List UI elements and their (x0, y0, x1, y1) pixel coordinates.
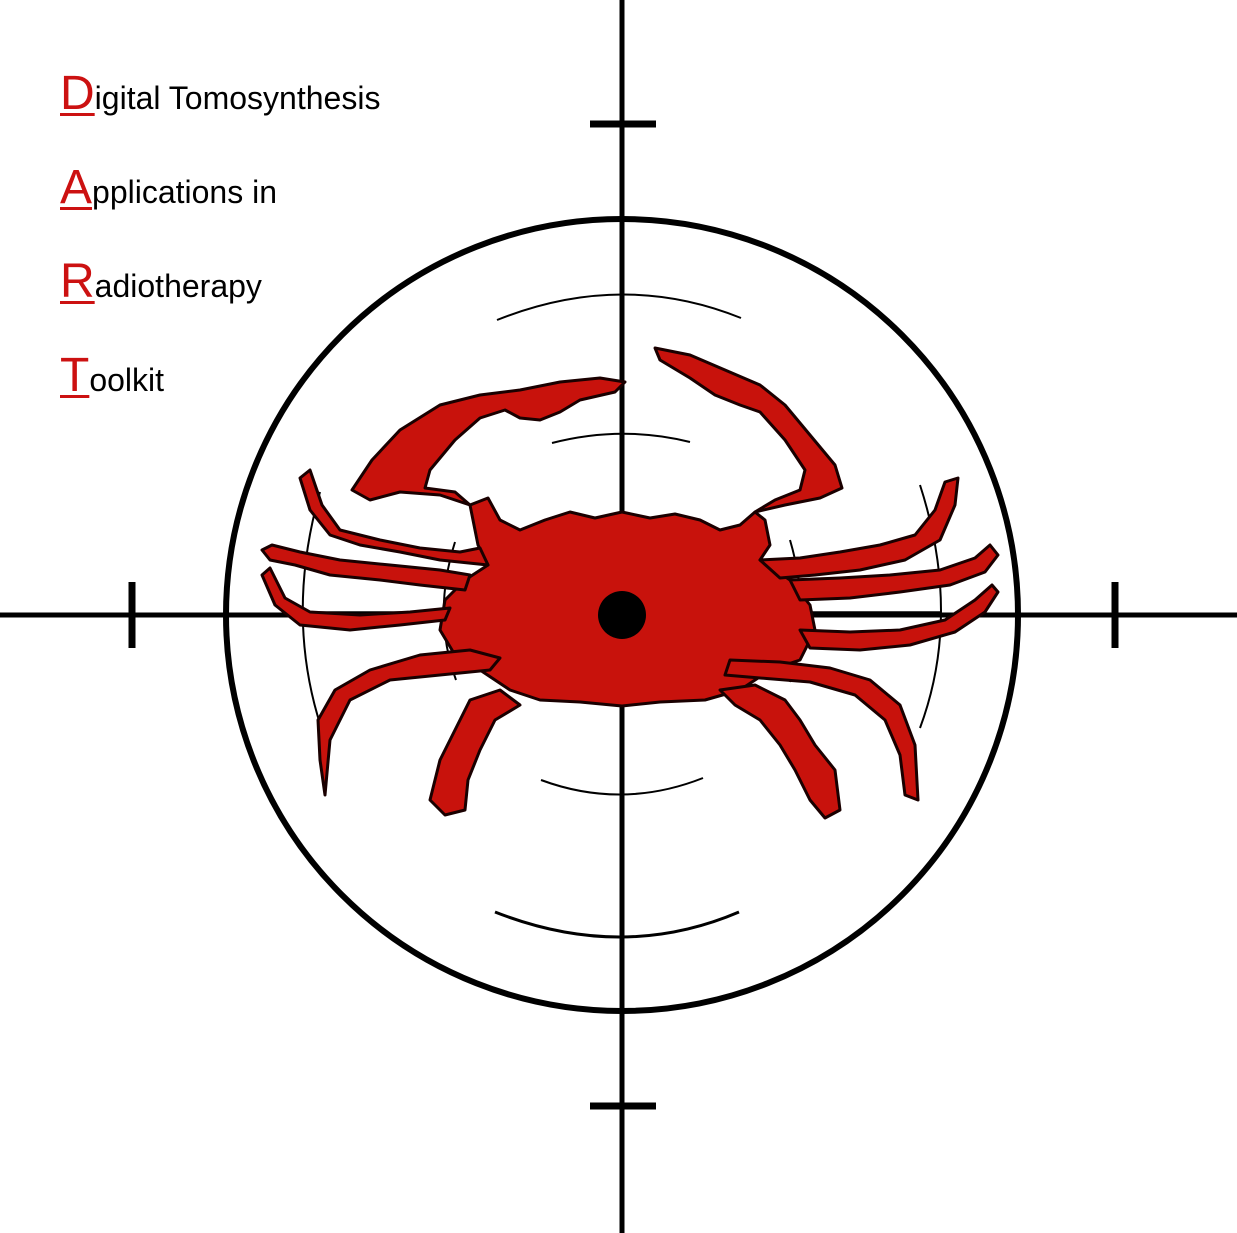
acronym-rest-radiotherapy: adiotherapy (94, 268, 262, 304)
crab-left-claw (350, 376, 627, 507)
crab-left-leg-3 (260, 566, 452, 632)
crab-right-claw (653, 346, 844, 514)
crab-left-leg-2 (260, 543, 472, 592)
crab-left-swim-leg (428, 688, 522, 817)
acronym-rest-toolkit: oolkit (89, 362, 165, 398)
crab-right-leg-2 (788, 543, 1000, 602)
acronym-letter-t: T (60, 349, 90, 402)
acronym-letter-d: D (60, 67, 95, 120)
acronym-rest-digital: igital Tomosynthesis (94, 80, 381, 116)
reticle-outer-circle (223, 216, 1021, 1014)
acronym-letter-r: R (60, 255, 95, 308)
center-dot-icon (598, 591, 646, 639)
crab-right-leg-1 (758, 476, 960, 580)
crab-left-leg-4 (316, 648, 502, 797)
crab-right-leg-4 (723, 658, 920, 802)
crab-right-leg-3 (798, 583, 1000, 652)
acronym-rest-applications: pplications in (92, 174, 278, 210)
crab-left-leg-1 (298, 468, 490, 567)
crab-right-swim-leg (718, 683, 842, 820)
acronym-letter-a: A (60, 161, 93, 214)
